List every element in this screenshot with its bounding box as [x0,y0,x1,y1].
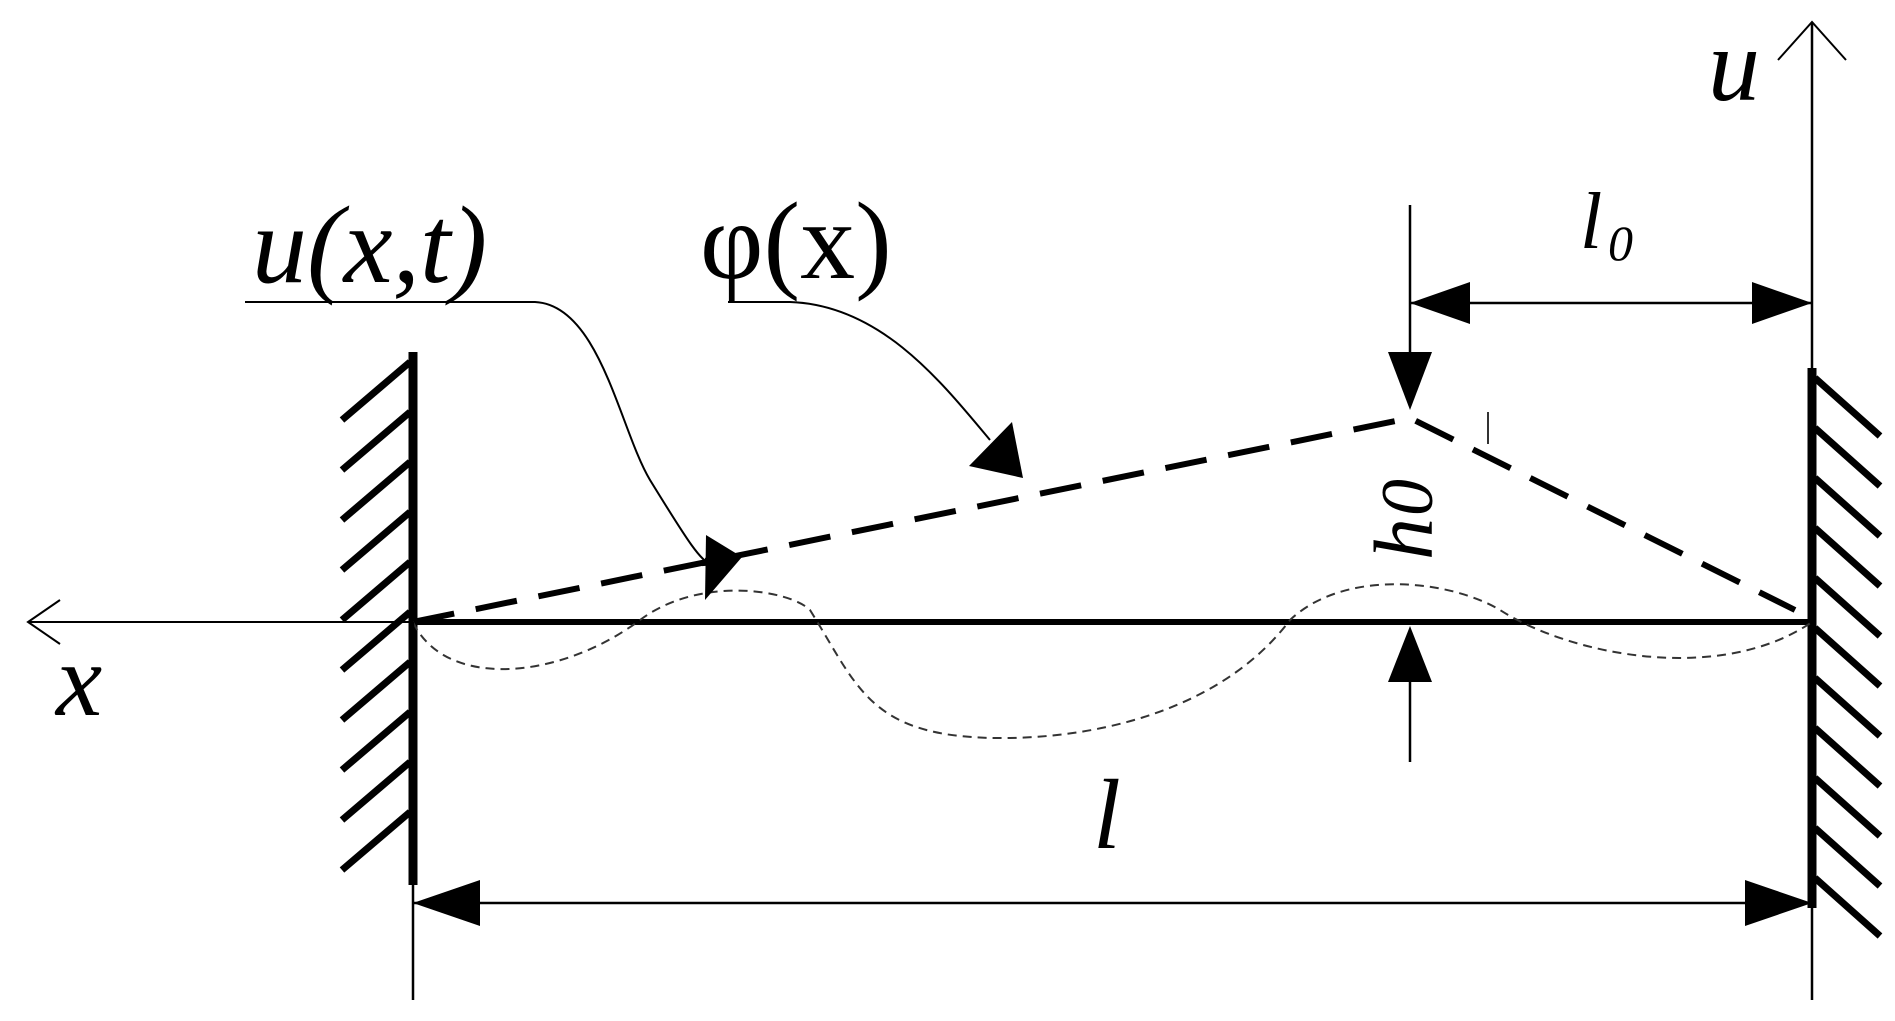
svg-text:l: l [1580,178,1602,266]
initial-displacement-curve [412,414,1797,625]
h0-label: h 0 [1358,479,1451,560]
phi-leader [728,301,1023,478]
h0-dimension [1388,626,1432,762]
svg-text:h: h [1358,518,1451,560]
l-dimension [411,622,1812,1000]
x-axis-label: x [54,623,102,738]
phi-label: φ(x) [700,180,892,302]
u-xt-label: u(x,t) [252,184,487,306]
l-label: l [1093,759,1121,870]
x-axis [26,599,413,645]
u-xt-leader [245,301,742,600]
string-displacement-curve [412,583,1813,740]
l0-dimension [1388,205,1812,410]
l0-label: l 0 [1580,178,1633,271]
left-wall [339,352,418,885]
u-axis-label: u [1708,8,1760,123]
svg-text:0: 0 [1367,479,1449,516]
right-wall [1807,368,1883,939]
svg-text:0: 0 [1608,215,1633,271]
